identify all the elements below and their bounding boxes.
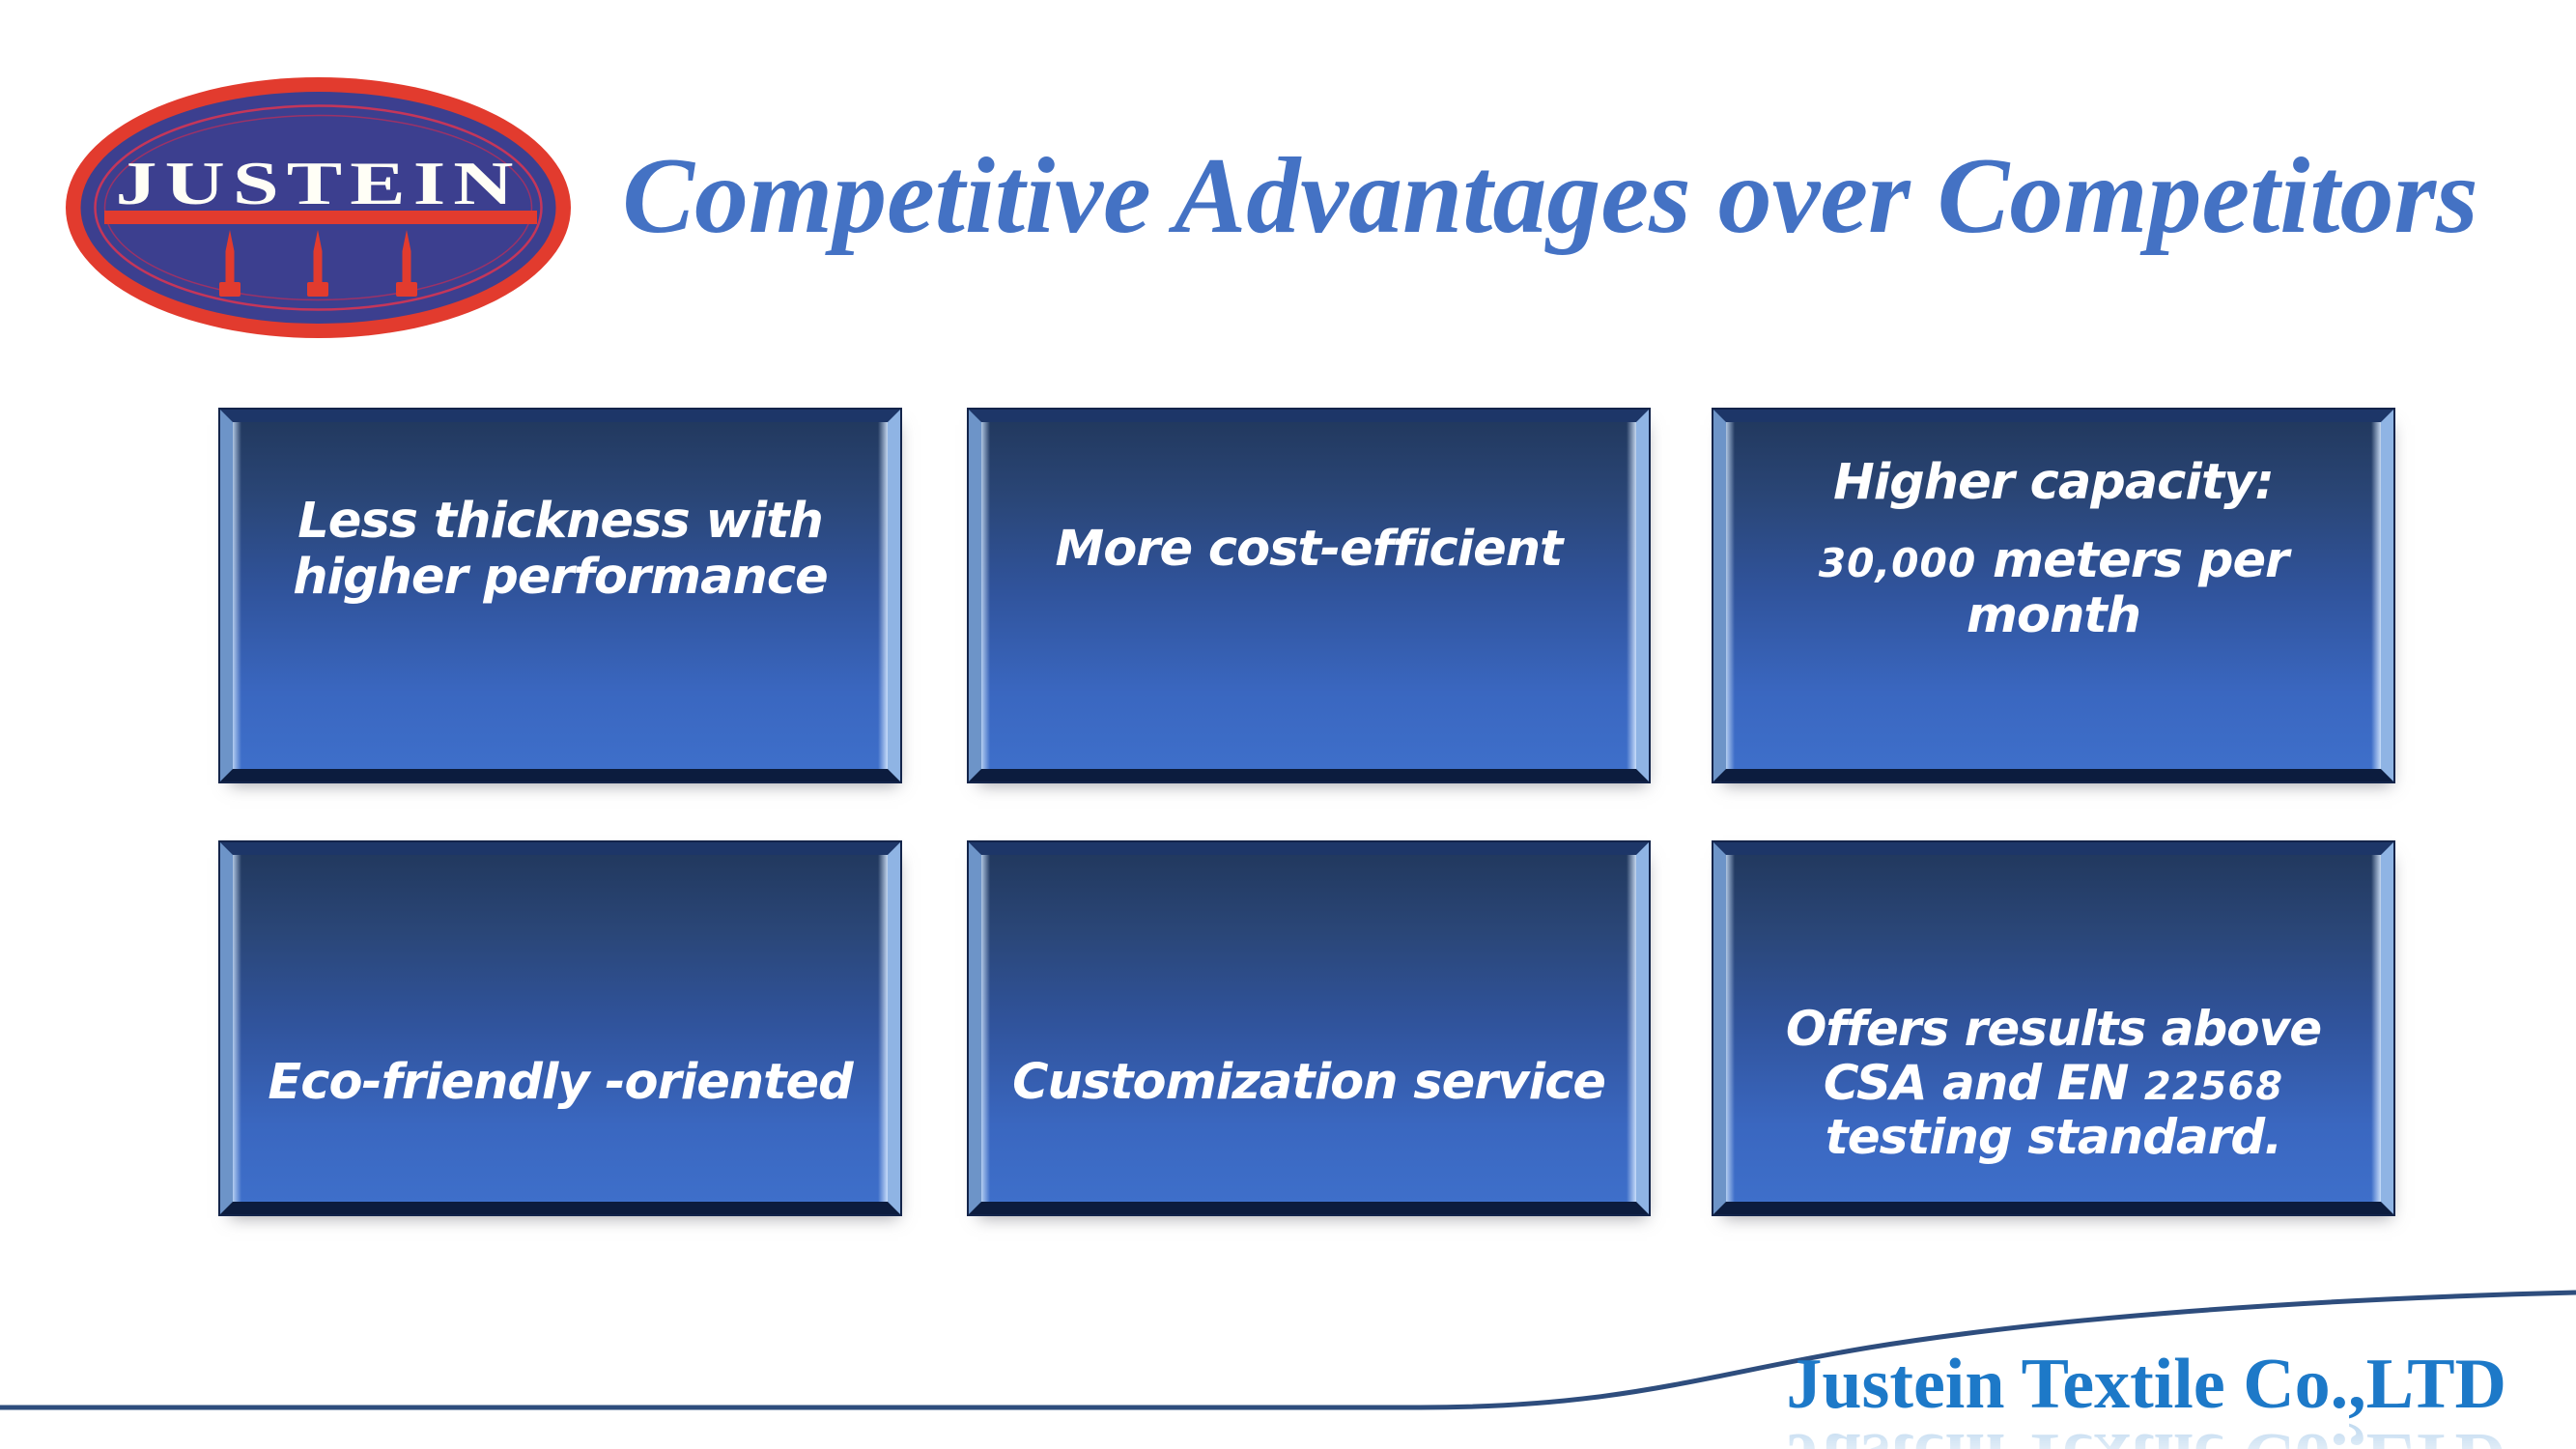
- card-text: Customization service: [1012, 1053, 1606, 1111]
- bevel-highlight: [2371, 855, 2381, 1202]
- bevel-highlight: [878, 422, 888, 769]
- card-text-line: Less thickness with higher performance: [247, 494, 873, 604]
- advantage-card-less-thickness: Less thickness with higher performance: [218, 408, 902, 783]
- card-text-line: More cost-efficient: [1055, 520, 1564, 578]
- slide-title: Competitive Advantages over Competitors: [622, 136, 2478, 256]
- bevel-highlight: [1627, 855, 1636, 1202]
- bevel-highlight: [878, 855, 888, 1202]
- company-footer: Justein Textile Co.,LTD Justein Textile …: [1786, 1349, 2506, 1449]
- card-text: More cost-efficient: [1055, 520, 1564, 578]
- advantage-card-customization: Customization service: [967, 840, 1651, 1216]
- card-text-run: Less thickness with higher performance: [293, 493, 828, 606]
- card-text-run: Customization service: [1012, 1053, 1606, 1111]
- card-text-run: 30,000: [1818, 539, 1977, 586]
- card-text: Offers results above CSA and EN 22568 te…: [1744, 1002, 2363, 1164]
- bevel-highlight: [1726, 855, 1735, 1202]
- card-text-line: Eco-friendly -oriented: [268, 1053, 853, 1111]
- advantage-card-higher-capacity: Higher capacity: 30,000 meters per month: [1712, 408, 2395, 783]
- bevel-highlight: [233, 422, 241, 769]
- bevel-highlight: [1627, 422, 1636, 769]
- company-name: Justein Textile Co.,LTD: [1786, 1345, 2506, 1424]
- company-name-reflection: Justein Textile Co.,LTD: [1786, 1418, 2506, 1449]
- card-text-run: Eco-friendly -oriented: [268, 1053, 853, 1111]
- advantage-card-testing-standard: Offers results above CSA and EN 22568 te…: [1712, 840, 2395, 1216]
- card-text-line: 30,000 meters per month: [1802, 533, 2305, 643]
- card-text: Eco-friendly -oriented: [268, 1053, 853, 1111]
- bevel-highlight: [2371, 422, 2381, 769]
- tufting-needle-icons: [219, 230, 417, 297]
- card-text-line: Customization service: [1012, 1053, 1606, 1111]
- card-text-run: Offers results above CSA and EN: [1785, 1000, 2322, 1111]
- logo-underline-bar: [104, 211, 537, 224]
- bevel-highlight: [981, 422, 990, 769]
- advantage-card-cost-efficient: More cost-efficient: [967, 408, 1651, 783]
- card-text-run: Higher capacity:: [1833, 453, 2275, 511]
- bevel-highlight: [1726, 422, 1735, 769]
- logo-text: JUSTEIN: [116, 149, 522, 217]
- card-text-line: Offers results above CSA and EN 22568 te…: [1744, 1002, 2363, 1164]
- card-text-line: Higher capacity:: [1802, 455, 2305, 510]
- justein-logo: JUSTEIN: [66, 77, 571, 338]
- card-text-run: More cost-efficient: [1055, 520, 1564, 578]
- card-text: Higher capacity: 30,000 meters per month: [1802, 455, 2305, 643]
- bevel-highlight: [981, 855, 990, 1202]
- card-text-run: 22568: [2143, 1064, 2284, 1109]
- bevel-highlight: [233, 855, 241, 1202]
- advantage-card-eco-friendly: Eco-friendly -oriented: [218, 840, 902, 1216]
- justein-logo-icon: JUSTEIN: [66, 77, 571, 338]
- card-text-run: testing standard.: [1825, 1108, 2282, 1165]
- card-text-run: meters per month: [1966, 531, 2289, 645]
- card-text: Less thickness with higher performance: [247, 494, 873, 604]
